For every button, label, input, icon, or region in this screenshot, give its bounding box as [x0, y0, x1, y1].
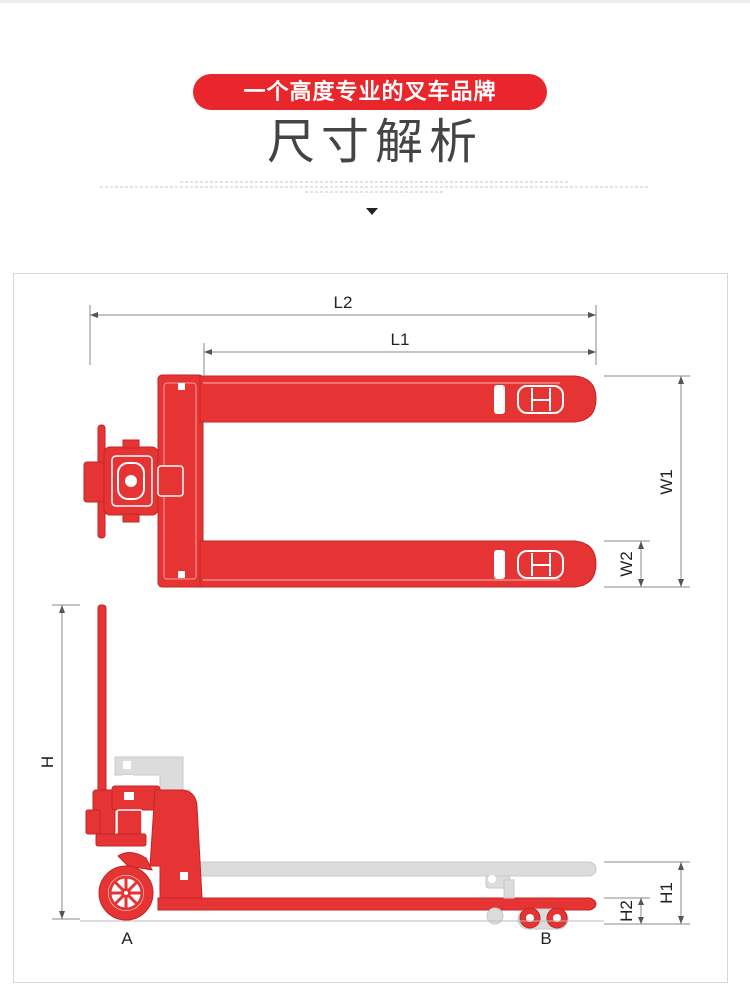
label-h1: H1: [657, 882, 676, 904]
lowered-fork: [157, 897, 597, 911]
raised-fork-ghost: [199, 861, 597, 877]
label-b: B: [540, 929, 551, 948]
steering-wheel-a: [98, 852, 154, 921]
top-divider: [0, 0, 750, 3]
down-arrow-icon: [366, 208, 378, 215]
dimension-h1: H1: [604, 861, 690, 925]
dimension-l2: L2: [89, 293, 597, 365]
handle-pump-top: [83, 424, 184, 539]
tiller-handle: [97, 604, 107, 796]
label-l1: L1: [391, 330, 410, 349]
dimension-w1: W1: [604, 375, 690, 588]
dimension-w2: W2: [604, 540, 650, 587]
load-rollers-b: [486, 907, 569, 930]
pump-assembly: [85, 785, 161, 847]
raised-load-roller-ghost: [485, 875, 515, 899]
dimension-l1: L1: [203, 330, 596, 375]
brand-tagline-badge: 一个高度专业的叉车品牌: [193, 74, 547, 110]
dimension-h: H: [38, 604, 80, 920]
decorative-fine-text: [100, 181, 650, 193]
label-a: A: [121, 929, 133, 948]
dimension-h2: H2: [604, 897, 650, 924]
label-l2: L2: [334, 293, 353, 312]
lowered-frame: [149, 789, 203, 899]
label-h2: H2: [617, 900, 636, 922]
page-title: 尺寸解析: [266, 114, 483, 170]
label-h: H: [38, 756, 57, 768]
label-w1: W1: [657, 469, 676, 495]
label-w2: W2: [617, 551, 636, 577]
side-view: H: [38, 604, 690, 948]
top-view: L2 L1: [83, 293, 690, 588]
